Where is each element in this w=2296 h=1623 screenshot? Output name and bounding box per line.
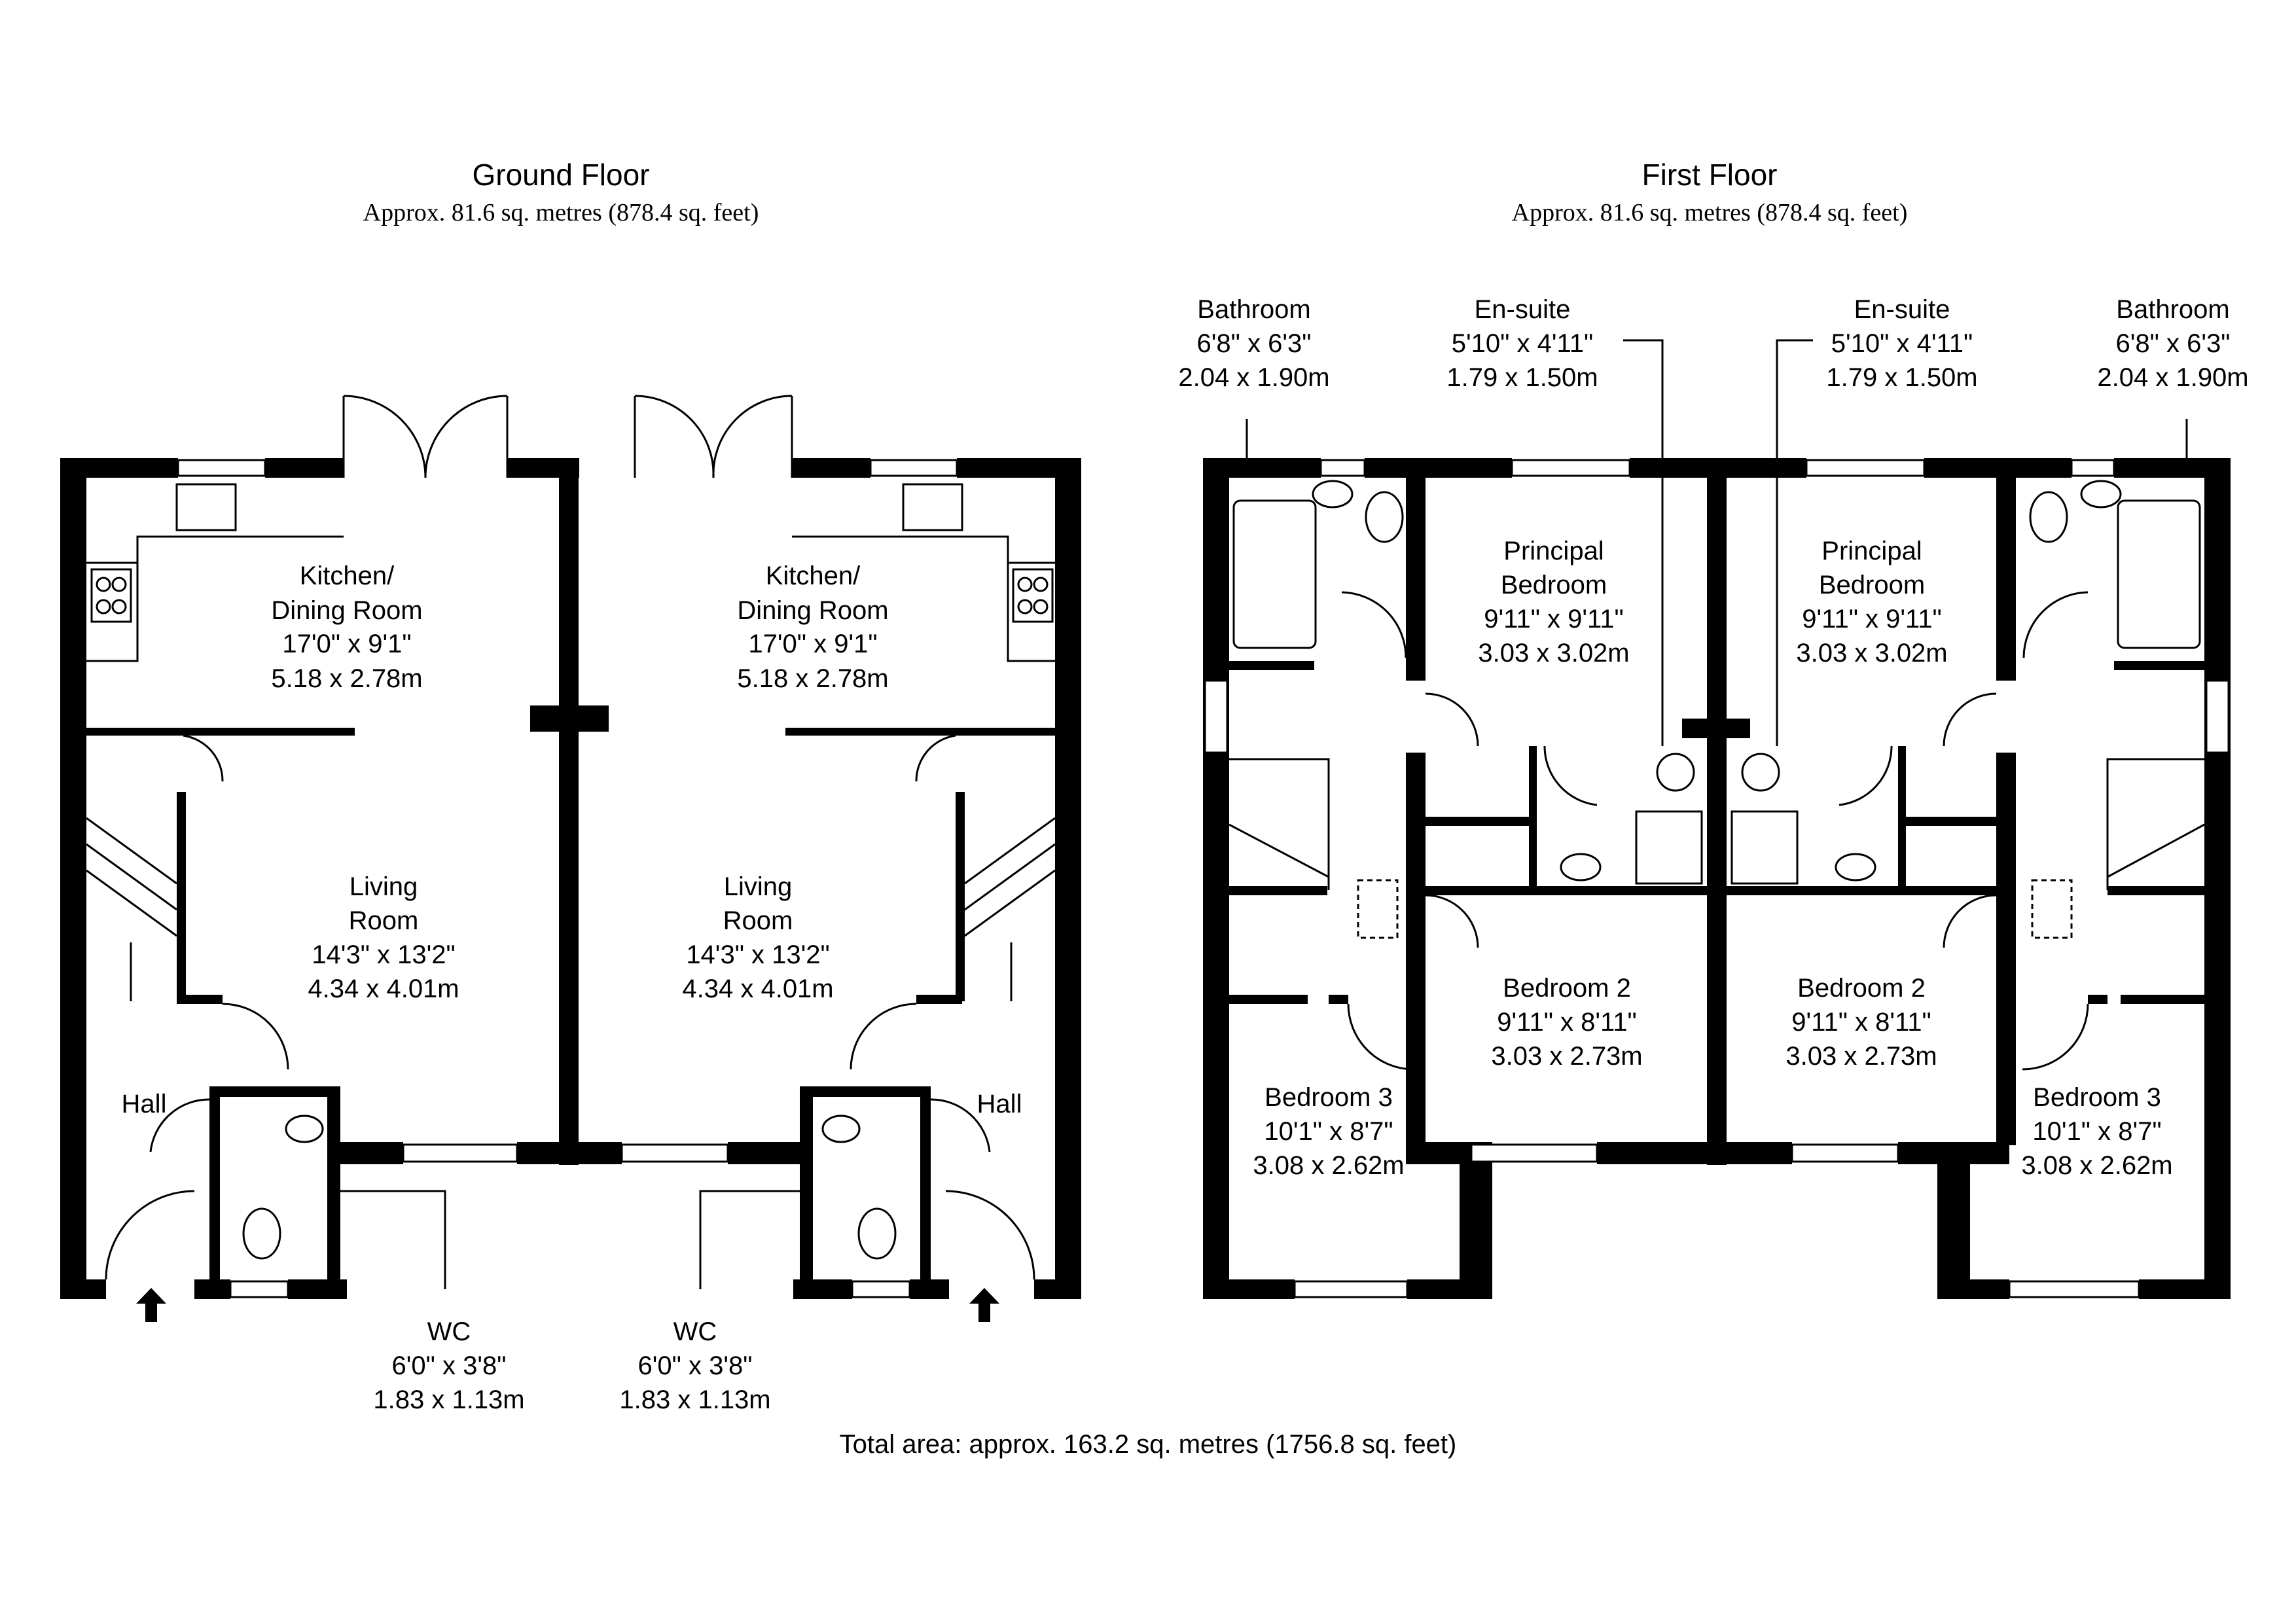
svg-text:6'0" x 3'8": 6'0" x 3'8" <box>392 1351 507 1380</box>
svg-text:WC: WC <box>673 1317 717 1346</box>
svg-text:Dining Room: Dining Room <box>271 596 422 625</box>
svg-text:1.83 x 1.13m: 1.83 x 1.13m <box>373 1385 524 1414</box>
room-label-bedroom2-left: Bedroom 2 9'11" x 8'11" 3.03 x 2.73m <box>1491 974 1642 1071</box>
room-label-bedroom3-right: Bedroom 3 10'1" x 8'7" 3.08 x 2.62m <box>2021 1083 2172 1180</box>
room-label-ensuite-left: En-suite 5'10" x 4'11" 1.79 x 1.50m <box>1446 295 1598 392</box>
svg-text:1.79 x 1.50m: 1.79 x 1.50m <box>1446 363 1598 392</box>
svg-text:10'1" x 8'7": 10'1" x 8'7" <box>2032 1117 2161 1146</box>
svg-text:9'11" x 9'11": 9'11" x 9'11" <box>1802 605 1941 633</box>
first-floor-plan <box>1203 339 2231 1299</box>
svg-text:17'0" x 9'1": 17'0" x 9'1" <box>748 630 877 658</box>
svg-text:9'11" x 8'11": 9'11" x 8'11" <box>1497 1008 1636 1037</box>
svg-text:10'1" x 8'7": 10'1" x 8'7" <box>1264 1117 1393 1146</box>
svg-text:Bathroom: Bathroom <box>2116 295 2229 324</box>
svg-text:14'3" x 13'2": 14'3" x 13'2" <box>686 940 829 969</box>
svg-text:5'10" x 4'11": 5'10" x 4'11" <box>1831 329 1973 358</box>
svg-text:Bedroom: Bedroom <box>1501 571 1607 599</box>
svg-text:17'0" x 9'1": 17'0" x 9'1" <box>282 630 411 658</box>
ground-floor-title: Ground Floor <box>472 158 649 192</box>
total-area-caption: Total area: approx. 163.2 sq. metres (17… <box>840 1430 1457 1459</box>
first-floor-title: First Floor <box>1642 158 1778 192</box>
room-label-principal-left: Principal Bedroom 9'11" x 9'11" 3.03 x 3… <box>1478 537 1629 668</box>
svg-text:3.03 x 3.02m: 3.03 x 3.02m <box>1796 639 1947 668</box>
svg-text:Bedroom 3: Bedroom 3 <box>1265 1083 1393 1112</box>
svg-text:WC: WC <box>427 1317 471 1346</box>
room-label-wc-left: WC 6'0" x 3'8" 1.83 x 1.13m <box>373 1317 524 1414</box>
svg-text:Bathroom: Bathroom <box>1197 295 1310 324</box>
svg-text:Principal: Principal <box>1821 537 1922 565</box>
svg-text:9'11" x 8'11": 9'11" x 8'11" <box>1791 1008 1931 1037</box>
svg-text:3.03 x 3.02m: 3.03 x 3.02m <box>1478 639 1629 668</box>
svg-text:1.83 x 1.13m: 1.83 x 1.13m <box>619 1385 770 1414</box>
svg-text:Bedroom 3: Bedroom 3 <box>2033 1083 2161 1112</box>
svg-text:3.03 x 2.73m: 3.03 x 2.73m <box>1785 1042 1937 1071</box>
room-label-living-left: Living Room 14'3" x 13'2" 4.34 x 4.01m <box>308 872 459 1003</box>
first-floor-area: Approx. 81.6 sq. metres (878.4 sq. feet) <box>1512 199 1908 226</box>
room-label-wc-right: WC 6'0" x 3'8" 1.83 x 1.13m <box>619 1317 770 1414</box>
svg-text:Room: Room <box>723 906 793 935</box>
svg-text:5'10" x 4'11": 5'10" x 4'11" <box>1452 329 1593 358</box>
ground-floor-area: Approx. 81.6 sq. metres (878.4 sq. feet) <box>363 199 759 226</box>
svg-text:3.08 x 2.62m: 3.08 x 2.62m <box>2021 1151 2172 1180</box>
svg-text:14'3" x 13'2": 14'3" x 13'2" <box>312 940 455 969</box>
svg-text:Dining Room: Dining Room <box>737 596 888 625</box>
svg-text:2.04 x 1.90m: 2.04 x 1.90m <box>1178 363 1329 392</box>
svg-text:Living: Living <box>350 872 418 901</box>
svg-text:En-suite: En-suite <box>1854 295 1950 324</box>
svg-text:Kitchen/: Kitchen/ <box>766 562 861 590</box>
svg-text:En-suite: En-suite <box>1475 295 1571 324</box>
svg-text:3.08 x 2.62m: 3.08 x 2.62m <box>1253 1151 1404 1180</box>
svg-text:Bedroom 2: Bedroom 2 <box>1503 974 1631 1003</box>
svg-text:9'11" x 9'11": 9'11" x 9'11" <box>1484 605 1623 633</box>
svg-text:5.18 x 2.78m: 5.18 x 2.78m <box>737 664 888 693</box>
room-label-hall-right: Hall <box>977 1090 1022 1118</box>
room-label-bathroom-right: Bathroom 6'8" x 6'3" 2.04 x 1.90m <box>2097 295 2248 392</box>
svg-text:Principal: Principal <box>1503 537 1604 565</box>
svg-text:3.03 x 2.73m: 3.03 x 2.73m <box>1491 1042 1642 1071</box>
svg-text:Living: Living <box>724 872 793 901</box>
svg-text:1.79 x 1.50m: 1.79 x 1.50m <box>1826 363 1977 392</box>
room-label-living-right: Living Room 14'3" x 13'2" 4.34 x 4.01m <box>682 872 833 1003</box>
room-label-hall-left: Hall <box>122 1090 167 1118</box>
svg-text:6'8" x 6'3": 6'8" x 6'3" <box>1197 329 1312 358</box>
svg-text:Bedroom: Bedroom <box>1819 571 1925 599</box>
room-label-bathroom-left: Bathroom 6'8" x 6'3" 2.04 x 1.90m <box>1178 295 1329 392</box>
room-label-kitchen-left: Kitchen/ Dining Room 17'0" x 9'1" 5.18 x… <box>271 562 422 693</box>
room-label-bedroom3-left: Bedroom 3 10'1" x 8'7" 3.08 x 2.62m <box>1253 1083 1404 1180</box>
svg-text:Kitchen/: Kitchen/ <box>300 562 395 590</box>
svg-text:Bedroom 2: Bedroom 2 <box>1797 974 1926 1003</box>
svg-text:2.04 x 1.90m: 2.04 x 1.90m <box>2097 363 2248 392</box>
ground-floor-plan <box>60 395 1081 1322</box>
room-label-kitchen-right: Kitchen/ Dining Room 17'0" x 9'1" 5.18 x… <box>737 562 888 693</box>
svg-text:5.18 x 2.78m: 5.18 x 2.78m <box>271 664 422 693</box>
svg-text:6'8" x 6'3": 6'8" x 6'3" <box>2116 329 2231 358</box>
svg-text:4.34 x 4.01m: 4.34 x 4.01m <box>682 974 833 1003</box>
svg-text:6'0" x 3'8": 6'0" x 3'8" <box>638 1351 753 1380</box>
svg-text:Room: Room <box>349 906 419 935</box>
svg-text:4.34 x 4.01m: 4.34 x 4.01m <box>308 974 459 1003</box>
room-label-bedroom2-right: Bedroom 2 9'11" x 8'11" 3.03 x 2.73m <box>1785 974 1937 1071</box>
room-label-principal-right: Principal Bedroom 9'11" x 9'11" 3.03 x 3… <box>1796 537 1947 668</box>
room-label-ensuite-right: En-suite 5'10" x 4'11" 1.79 x 1.50m <box>1826 295 1977 392</box>
